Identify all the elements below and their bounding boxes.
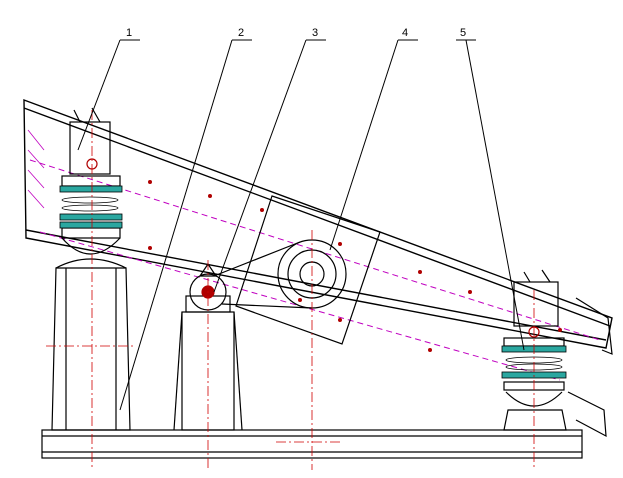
bolt-marks — [148, 180, 562, 352]
discharge-lip — [567, 297, 613, 438]
feed-end-plate — [27, 129, 45, 209]
callout-label-5: 5 — [460, 27, 466, 39]
left-springs — [59, 185, 123, 229]
callout-label-3: 3 — [312, 27, 318, 39]
callout-label-2: 2 — [238, 27, 244, 39]
left-spring-support — [51, 107, 131, 431]
motor-pedestal — [173, 295, 243, 431]
drive-belt — [213, 241, 313, 309]
callout-label-1: 1 — [126, 27, 132, 39]
callout-label-4: 4 — [402, 27, 408, 39]
callout-labels: 1 2 3 4 5 — [126, 27, 466, 39]
exciter — [235, 195, 381, 345]
centerlines — [46, 110, 535, 470]
leader-lines — [77, 39, 525, 411]
